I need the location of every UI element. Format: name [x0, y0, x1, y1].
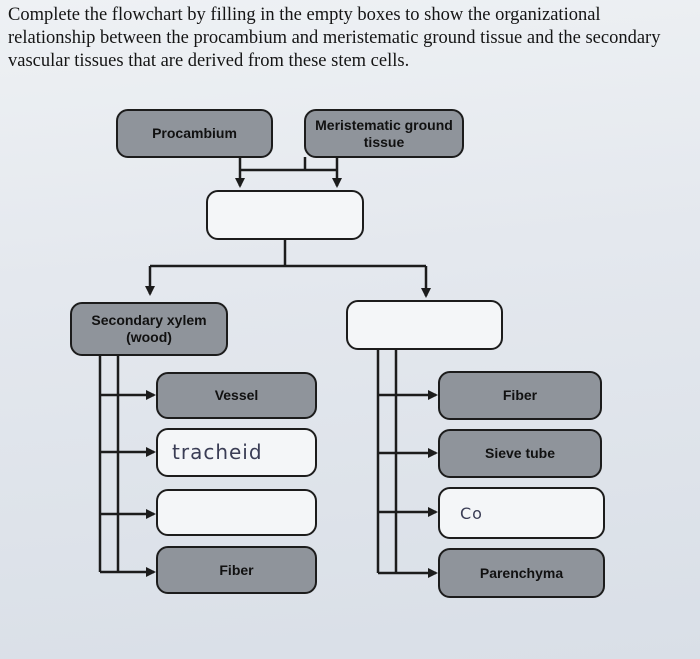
phloem-fiber-box: Fiber	[438, 371, 602, 420]
companion-cell-answer-box[interactable]: Co	[438, 487, 605, 539]
xylem-fiber-box: Fiber	[156, 546, 317, 594]
xylem-empty-box[interactable]	[156, 489, 317, 536]
right-empty-box[interactable]	[346, 300, 503, 350]
parenchyma-box: Parenchyma	[438, 548, 605, 598]
combined-empty-box[interactable]	[206, 190, 364, 240]
question-text: Complete the flowchart by filling in the…	[8, 5, 661, 71]
vessel-box: Vessel	[156, 372, 317, 419]
sieve-tube-box: Sieve tube	[438, 429, 602, 478]
meristematic-ground-tissue-box: Meristematic ground tissue	[304, 109, 464, 158]
tracheid-answer-box[interactable]: tracheid	[156, 428, 317, 477]
secondary-xylem-box: Secondary xylem (wood)	[70, 302, 228, 356]
procambium-box: Procambium	[116, 109, 273, 158]
